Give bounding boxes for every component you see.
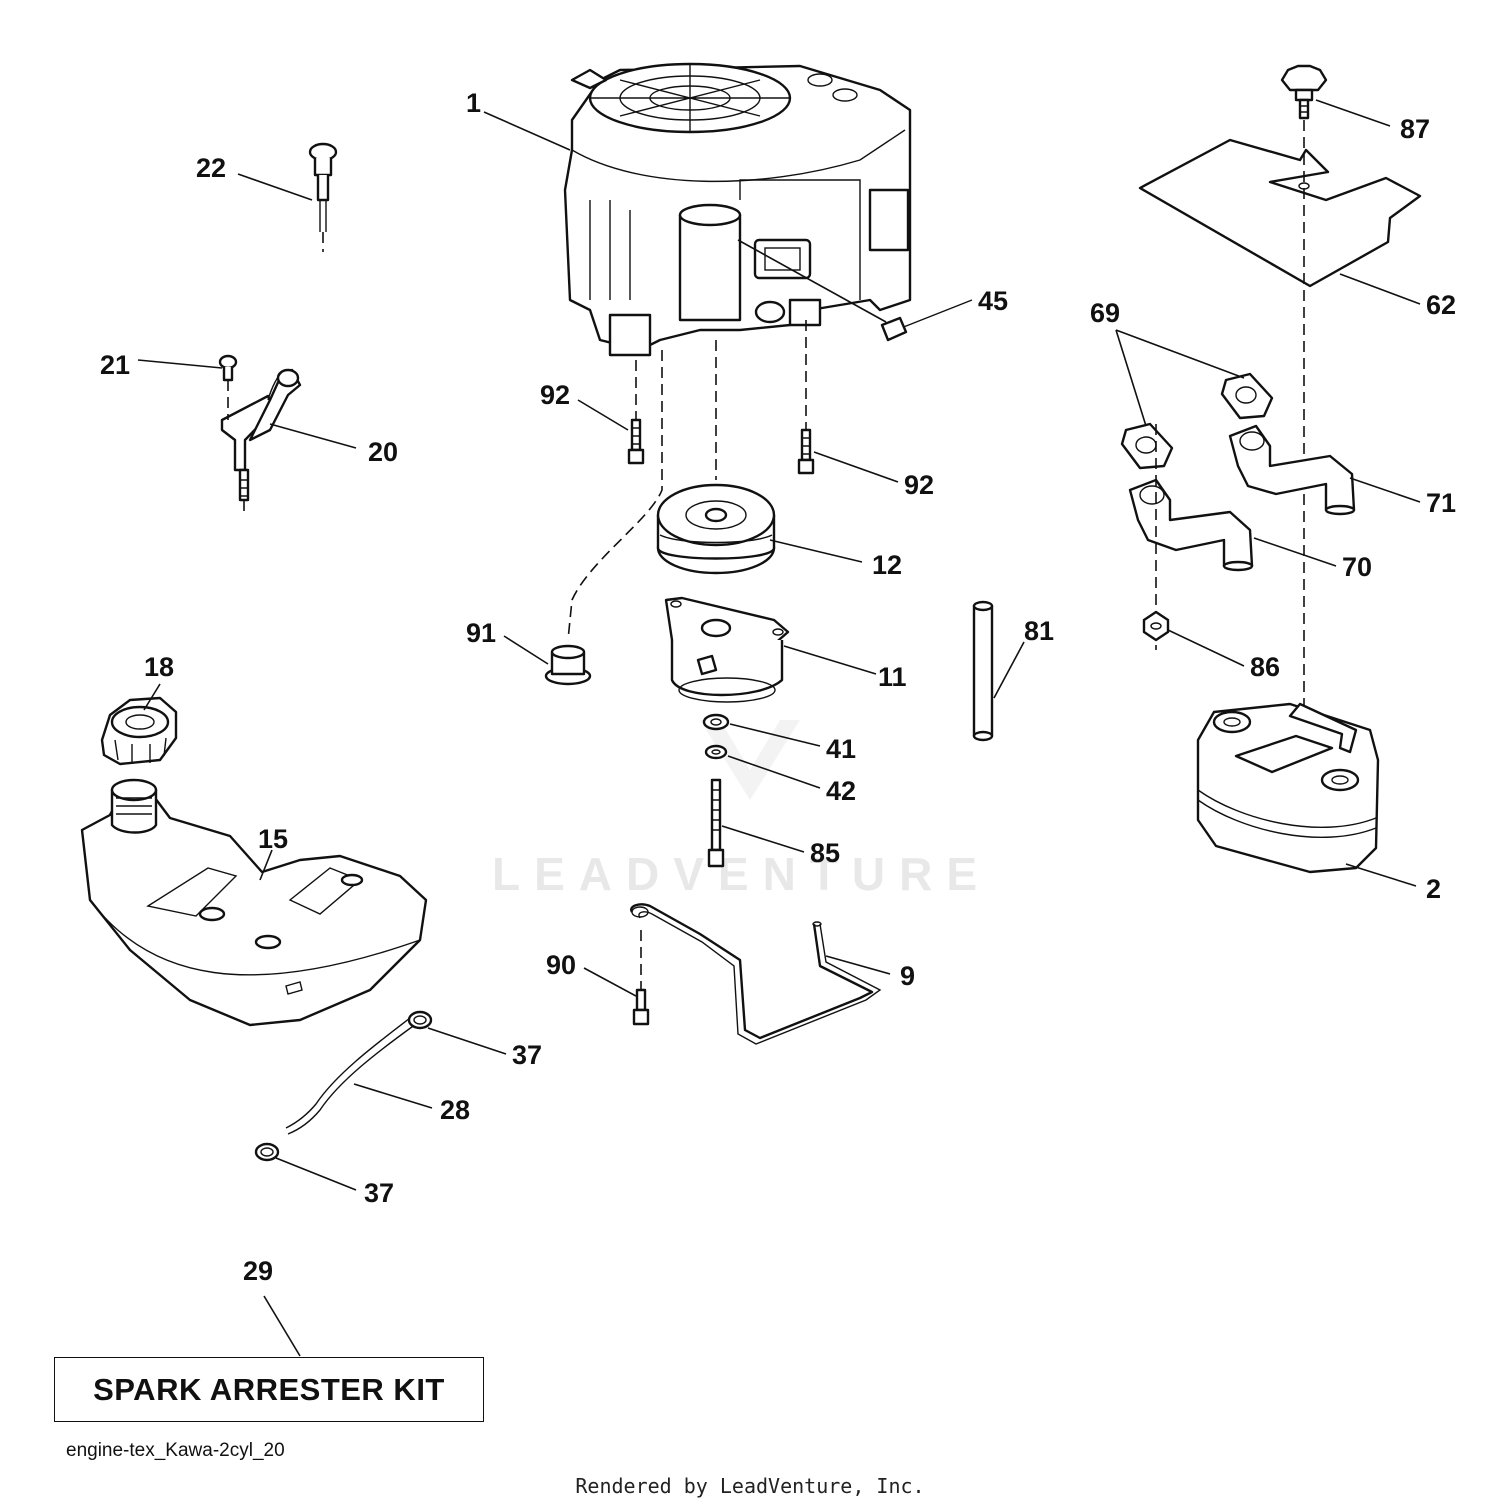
callout-20: 20: [368, 437, 398, 467]
gasket-69-left-part: [1120, 422, 1174, 470]
leader-85: [721, 825, 805, 853]
callout-22: 22: [196, 153, 226, 183]
callout-70: 70: [1342, 552, 1372, 582]
exhaust-pipe-71-part: [1228, 424, 1356, 516]
clamp-37-top-part: [407, 1010, 433, 1030]
footer-credit: Rendered by LeadVenture, Inc.: [575, 1474, 925, 1498]
callout-81: 81: [1024, 616, 1054, 646]
leader-28: [353, 1083, 433, 1109]
callout-37-bottom: 37: [364, 1178, 394, 1208]
callout-2: 2: [1426, 874, 1441, 904]
callout-28: 28: [440, 1095, 470, 1125]
callout-45: 45: [978, 286, 1008, 316]
callout-90: 90: [546, 950, 576, 980]
leader-11: [783, 645, 877, 675]
callout-37-top: 37: [512, 1040, 542, 1070]
callout-29: 29: [243, 1256, 273, 1286]
screw-21-part: [218, 354, 238, 420]
washer-42-part: [704, 744, 728, 760]
engine-part: [563, 62, 912, 357]
leader-9: [825, 955, 891, 975]
callout-86: 86: [1250, 652, 1280, 682]
heat-shield-62-part: [1138, 138, 1422, 288]
leader-86: [1167, 629, 1245, 667]
bolt-92-left-part: [627, 360, 645, 465]
callout-9: 9: [900, 961, 915, 991]
callout-1: 1: [466, 88, 481, 118]
callout-92-left: 92: [540, 380, 570, 410]
fuel-tank-15-part: [80, 778, 428, 1027]
nut-86-part: [1142, 610, 1170, 642]
leader-18: [143, 683, 161, 711]
leader-15: [259, 849, 273, 881]
leader-20: [269, 423, 357, 449]
callout-87: 87: [1400, 114, 1430, 144]
tube-81-part: [972, 600, 994, 742]
bolt-92-right-part: [797, 320, 815, 475]
washer-41-part: [702, 713, 730, 731]
callout-15: 15: [258, 824, 288, 854]
leader-29: [263, 1295, 301, 1357]
gasket-69-right-part: [1220, 372, 1274, 420]
leader-1: [483, 111, 571, 151]
clamp-37-bottom-part: [254, 1142, 280, 1162]
leader-71: [1349, 477, 1421, 503]
fuel-cap-18-part: [100, 696, 178, 766]
bolt-90-part: [632, 930, 650, 1026]
leader-90: [583, 967, 637, 997]
fuel-line-28-part: [285, 1017, 417, 1135]
screw-87-part: [1280, 64, 1328, 120]
callout-21: 21: [100, 350, 130, 380]
diagram-reference: engine-tex_Kawa-2cyl_20: [66, 1440, 285, 1461]
leader-21: [137, 359, 223, 369]
callout-91: 91: [466, 618, 496, 648]
spark-arrester-kit-label: SPARK ARRESTER KIT: [93, 1371, 445, 1407]
throttle-control-part: [220, 368, 302, 512]
leader-41: [729, 723, 821, 747]
leader-22: [237, 173, 313, 201]
leader-69-a: [1115, 329, 1147, 427]
bracket-rod-9-part: [630, 903, 882, 1045]
muffler-2-part: [1196, 702, 1380, 874]
callout-69: 69: [1090, 298, 1120, 328]
leader-2: [1345, 863, 1417, 887]
dipstick-part: [308, 142, 338, 252]
leader-12: [769, 539, 863, 563]
watermark-logo: [700, 720, 800, 800]
leader-62: [1339, 273, 1421, 305]
leader-42: [727, 755, 821, 789]
leader-91: [503, 635, 549, 665]
sensor-45-part: [880, 299, 973, 342]
exhaust-pipe-70-part: [1128, 478, 1254, 572]
leader-92-left: [577, 399, 629, 431]
spacer-91-part: [544, 350, 663, 686]
watermark-text: LEADVENTURE: [492, 848, 991, 900]
leader-37-bottom: [275, 1157, 357, 1191]
clutch-11-part: [664, 596, 790, 703]
leader-69-b: [1115, 329, 1245, 379]
spark-arrester-kit-box: SPARK ARRESTER KIT: [54, 1357, 484, 1422]
callout-42: 42: [826, 776, 856, 806]
callout-11: 11: [878, 662, 907, 692]
callout-41: 41: [826, 734, 856, 764]
leader-87: [1315, 99, 1391, 127]
callout-12: 12: [872, 550, 902, 580]
pulley-12-part: [656, 483, 776, 575]
bolt-85-part: [707, 778, 725, 868]
leader-37-top: [427, 1027, 507, 1055]
callout-85: 85: [810, 838, 840, 868]
leader-45: [737, 239, 887, 323]
callout-18: 18: [144, 652, 174, 682]
callout-71: 71: [1426, 488, 1456, 518]
leader-70: [1253, 537, 1337, 567]
leader-81: [993, 641, 1025, 699]
leader-92-right: [813, 451, 899, 483]
callout-62: 62: [1426, 290, 1456, 320]
callout-92-right: 92: [904, 470, 934, 500]
